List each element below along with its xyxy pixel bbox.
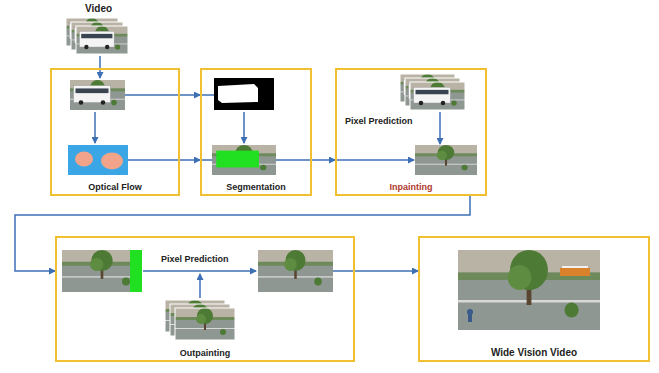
box-label: Optical Flow — [86, 182, 144, 192]
box-label: Segmentation — [224, 182, 288, 192]
box-label: Inpainting — [388, 182, 435, 192]
flow-arrow — [180, 159, 200, 161]
process-box: Wide Vision Video — [418, 236, 650, 362]
box-label: Outpainting — [178, 348, 233, 358]
flow-arrow — [355, 270, 418, 272]
input-label: Video — [84, 3, 113, 14]
flow-arrow — [180, 94, 200, 96]
process-box: Inpainting — [335, 68, 487, 196]
step-label: Pixel Prediction — [160, 254, 230, 264]
process-box: Segmentation — [200, 68, 312, 196]
process-box: Optical Flow — [50, 68, 180, 196]
box-label: Wide Vision Video — [489, 347, 579, 358]
flow-arrow — [312, 159, 335, 161]
flow-arrow — [15, 196, 470, 271]
step-label: Pixel Prediction — [344, 116, 414, 126]
